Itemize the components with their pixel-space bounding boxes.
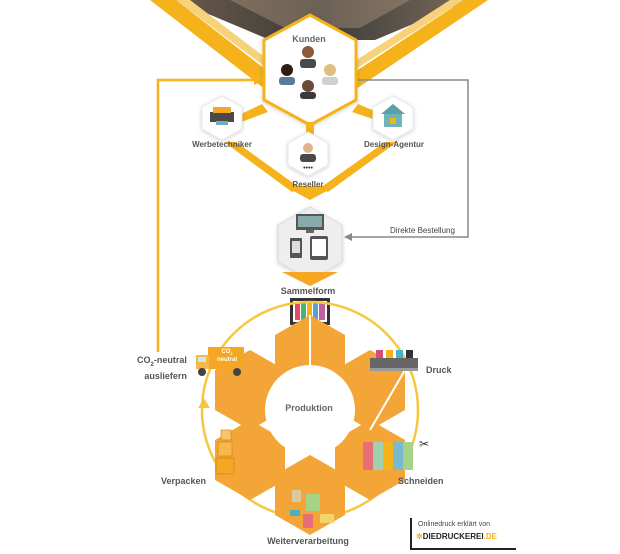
funnel-arrows bbox=[224, 142, 397, 200]
co2-neutral-line: CO2-neutral bbox=[137, 355, 187, 371]
svg-text:••••: •••• bbox=[303, 165, 313, 172]
cut-sheet-icon: ✂ bbox=[363, 437, 429, 470]
kunden-label: Kunden bbox=[292, 34, 326, 44]
devices-icon bbox=[290, 214, 328, 260]
sammelform-label: Sammelform bbox=[280, 286, 336, 296]
svg-text:✂: ✂ bbox=[419, 437, 429, 451]
brand-logo: ✲DIEDRUCKEREI.DE bbox=[416, 532, 497, 541]
direkte-bestellung-arrowhead bbox=[344, 233, 352, 241]
sammelform-arrow bbox=[282, 272, 338, 286]
direkte-bestellung-line bbox=[348, 79, 469, 238]
brand-logo-icon: ✲ bbox=[416, 532, 423, 541]
direkte-bestellung-label: Direkte Bestellung bbox=[390, 226, 455, 235]
brand-tagline: Onlinedruck erklärt von bbox=[418, 521, 490, 528]
printer-machine-icon bbox=[210, 107, 234, 125]
boxes-icon bbox=[215, 429, 235, 475]
truck-co2-badge: CO2 neutral bbox=[212, 349, 242, 364]
produktion-label: Produktion bbox=[285, 403, 333, 413]
verpacken-label: Verpacken bbox=[161, 476, 207, 486]
ausliefern-line: ausliefern bbox=[144, 370, 187, 381]
finishing-items-icon bbox=[290, 490, 334, 528]
kunden-hexagon bbox=[262, 13, 358, 127]
druck-label: Druck bbox=[426, 365, 452, 375]
weiterverarbeitung-label: Weiterverarbeitung bbox=[267, 536, 349, 546]
werbetechniker-label: Werbetechniker bbox=[192, 140, 252, 149]
co2-suffix: -neutral bbox=[153, 355, 187, 365]
co2-subscript: 2 bbox=[150, 361, 154, 368]
truck-badge-sub: 2 bbox=[230, 351, 233, 357]
house-icon bbox=[381, 104, 405, 127]
reseller-label: Reseller bbox=[292, 180, 324, 189]
delivery-return-arrowhead bbox=[254, 75, 264, 85]
truck-badge-line1: CO2 bbox=[212, 349, 242, 357]
reseller-person-icon: •••• bbox=[300, 143, 316, 172]
co2-prefix: CO bbox=[137, 355, 151, 365]
customer-avatars-icon bbox=[279, 46, 338, 99]
production-center-circle bbox=[265, 365, 355, 455]
delivery-truck-icon bbox=[196, 347, 244, 376]
brand-logo-text: DIEDRUCKEREI bbox=[422, 532, 484, 541]
truck-badge-line2: neutral bbox=[216, 357, 237, 364]
co2-ausliefern-label: CO2-neutral ausliefern bbox=[137, 355, 187, 382]
design-agentur-label: Design-Agentur bbox=[364, 140, 424, 149]
delivery-return-line bbox=[156, 78, 258, 352]
printing-press-icon bbox=[370, 350, 418, 371]
schneiden-label: Schneiden bbox=[398, 476, 444, 486]
brand-frame bbox=[410, 518, 516, 550]
handshake-photo bbox=[175, 0, 470, 40]
brand-logo-domain: .DE bbox=[483, 532, 497, 541]
truck-badge-prefix: CO bbox=[221, 349, 231, 355]
